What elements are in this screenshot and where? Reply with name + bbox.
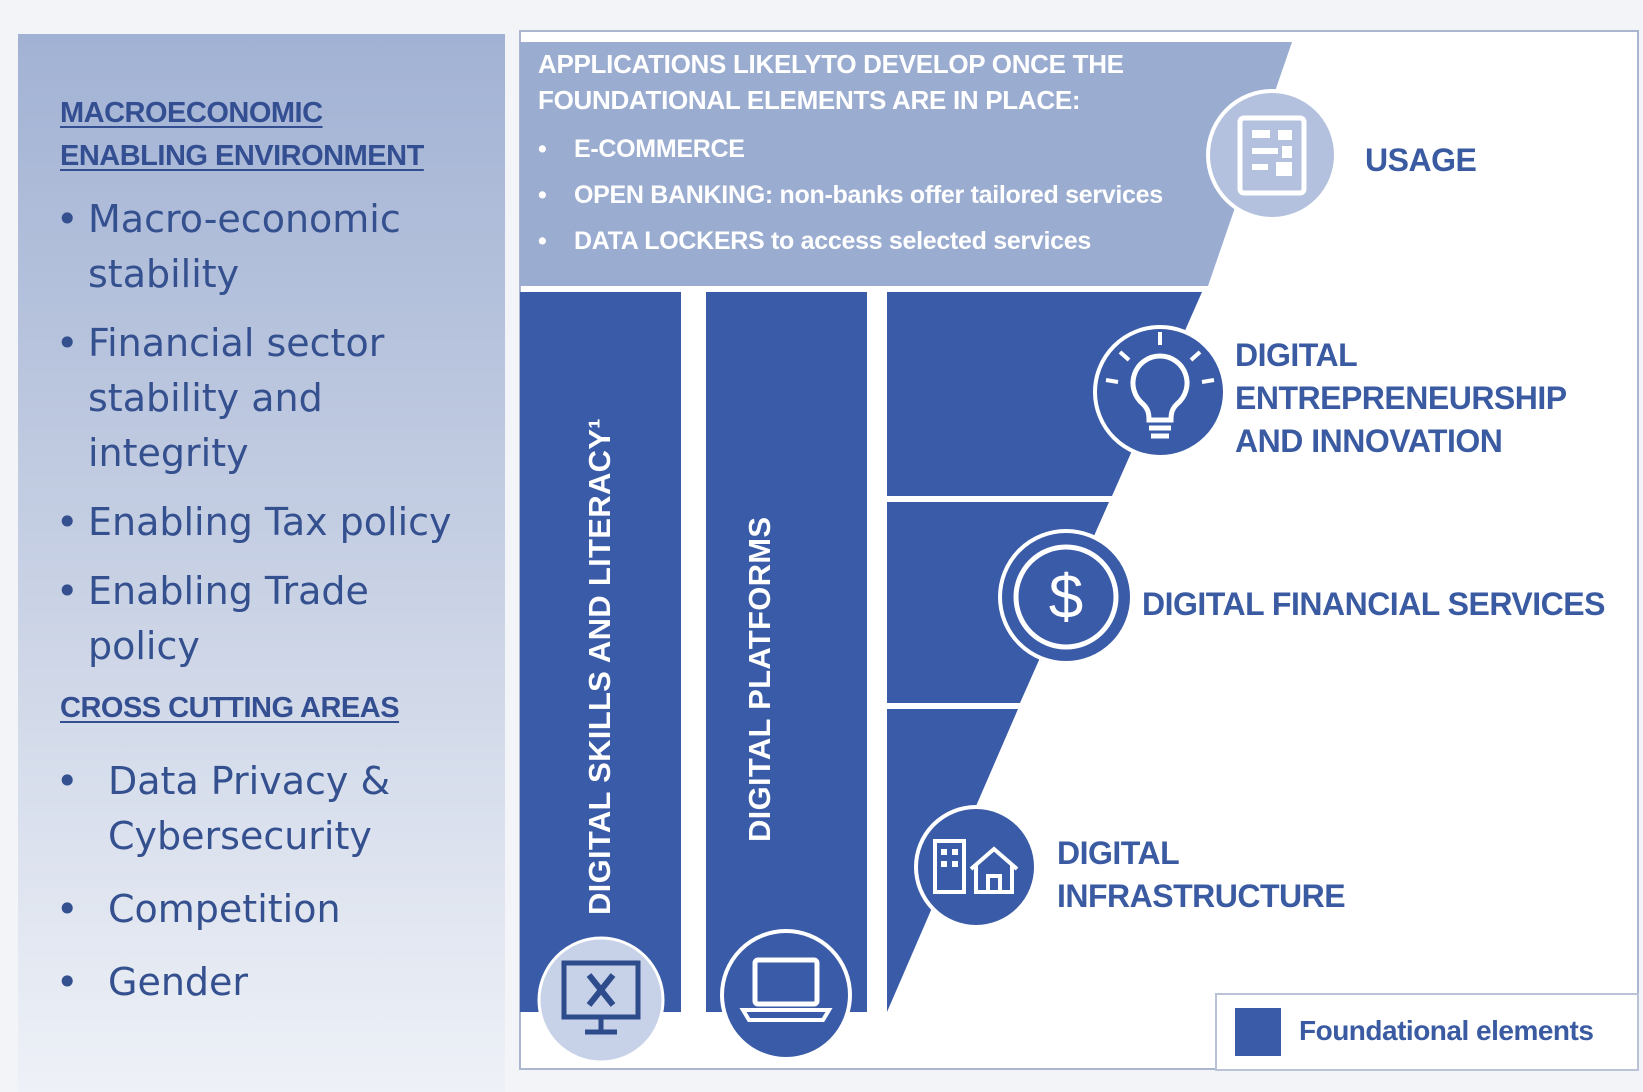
macro-heading: MACROECONOMIC ENABLING ENVIRONMENT	[60, 92, 424, 178]
macro-item-text: Macro-economic	[88, 197, 401, 241]
macro-environment-panel: MACROECONOMIC ENABLING ENVIRONMENT Macro…	[18, 34, 505, 1092]
dollar-icon: $	[998, 529, 1134, 665]
infrastructure-line: INFRASTRUCTURE	[1057, 878, 1346, 914]
infrastructure-line: DIGITAL	[1057, 835, 1180, 871]
macro-item-text: policy	[88, 624, 200, 668]
macro-item: Enabling Tax policy	[56, 495, 452, 550]
entrepreneurship-label: DIGITAL ENTREPRENEURSHIP AND INNOVATION	[1235, 334, 1567, 463]
building-house-icon	[914, 805, 1038, 929]
cross-item-text: Data Privacy &	[108, 759, 391, 803]
usage-title-line1: APPLICATIONS LIKELYTO DEVELOP ONCE THE	[538, 49, 1124, 79]
macro-list: Macro-economic stability Financial sector…	[56, 192, 452, 674]
macro-item: Financial sector stability and integrity	[56, 316, 452, 481]
cross-cutting-list: Data Privacy &Cybersecurity Competition …	[56, 754, 390, 1010]
entrepreneurship-line: ENTREPRENEURSHIP	[1235, 380, 1567, 416]
svg-text:$: $	[1049, 563, 1083, 632]
cross-item-text: Competition	[108, 887, 341, 931]
macro-item-text: stability and	[88, 376, 323, 420]
usage-bullet: OPEN BANKING: non-banks offer tailored s…	[538, 172, 1163, 218]
usage-bullet: DATA LOCKERS to access selected services	[538, 218, 1163, 264]
macro-item-text: integrity	[88, 431, 249, 475]
macro-item-text: stability	[88, 252, 240, 296]
macro-item-text: Enabling Trade	[88, 569, 369, 613]
usage-title-line2: FOUNDATIONAL ELEMENTS ARE IN PLACE:	[538, 85, 1081, 115]
macro-item: Macro-economic stability	[56, 192, 452, 302]
platforms-column	[706, 292, 867, 1012]
skills-column	[520, 292, 681, 1012]
lightbulb-icon	[1093, 325, 1227, 459]
cross-item-text: Gender	[108, 960, 249, 1004]
entrepreneurship-line: AND INNOVATION	[1235, 423, 1503, 459]
cross-item: Competition	[56, 882, 390, 937]
infrastructure-label: DIGITAL INFRASTRUCTURE	[1057, 832, 1346, 918]
macro-item-text: Enabling Tax policy	[88, 500, 452, 544]
usage-title: APPLICATIONS LIKELYTO DEVELOP ONCE THE F…	[538, 46, 1178, 118]
macro-heading-line1: MACROECONOMIC	[60, 97, 323, 129]
monitor-tools-icon	[537, 936, 665, 1064]
usage-label: USAGE	[1365, 142, 1477, 178]
cross-item-text: Cybersecurity	[108, 814, 372, 858]
dashboard-icon	[1206, 89, 1338, 221]
cross-item: Gender	[56, 955, 390, 1010]
cross-cutting-heading: CROSS CUTTING AREAS	[60, 692, 400, 724]
platforms-label: DIGITAL PLATFORMS	[742, 516, 777, 842]
skills-label: DIGITAL SKILLS AND LITERACY¹	[582, 418, 617, 915]
legend-label: Foundational elements	[1299, 1015, 1594, 1046]
legend-swatch	[1235, 1008, 1281, 1056]
legend: Foundational elements	[1215, 993, 1639, 1071]
macro-item-text: Financial sector	[88, 321, 385, 365]
usage-bullets: E-COMMERCE OPEN BANKING: non-banks offer…	[538, 126, 1163, 264]
financial-label: DIGITAL FINANCIAL SERVICES	[1142, 586, 1605, 622]
cross-item: Data Privacy & Cybersecurity	[56, 754, 390, 864]
macro-item: Enabling Trade policy	[56, 564, 452, 674]
entrepreneurship-line: DIGITAL	[1235, 337, 1358, 373]
macro-heading-line2: ENABLING ENVIRONMENT	[60, 140, 424, 172]
usage-bullet: E-COMMERCE	[538, 126, 1163, 172]
laptop-icon	[720, 929, 852, 1061]
